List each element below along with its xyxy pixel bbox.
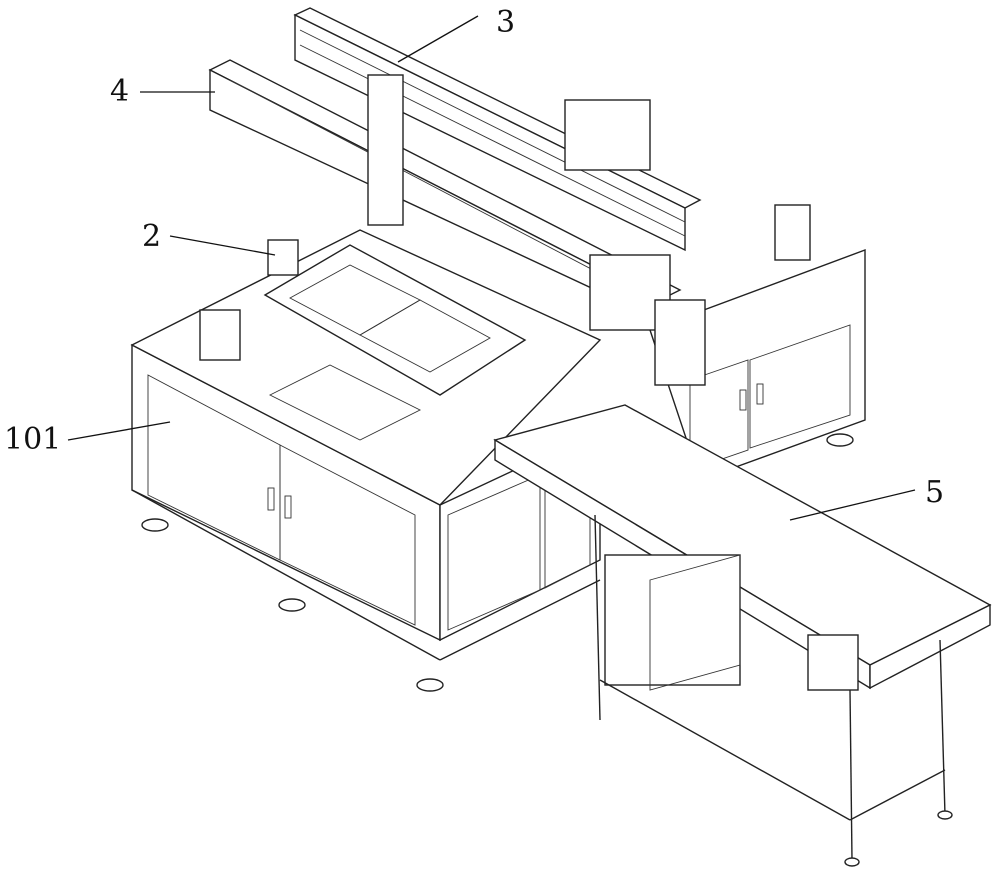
label-2: 2: [142, 219, 162, 254]
label-4: 4: [110, 74, 130, 109]
label-3: 3: [496, 5, 516, 40]
leader-line-5: [789, 489, 916, 521]
gantry-3: [293, 7, 811, 261]
gantry-4: [208, 59, 706, 386]
tray-mechanism-2: [199, 239, 527, 441]
conveyor-5: [493, 404, 992, 867]
leader-line-3: [397, 15, 479, 63]
cabinet-right: [649, 248, 866, 481]
leader-line-101: [67, 421, 171, 441]
label-101: 101: [4, 422, 62, 457]
leader-line-2: [169, 235, 276, 256]
label-5: 5: [925, 475, 945, 510]
